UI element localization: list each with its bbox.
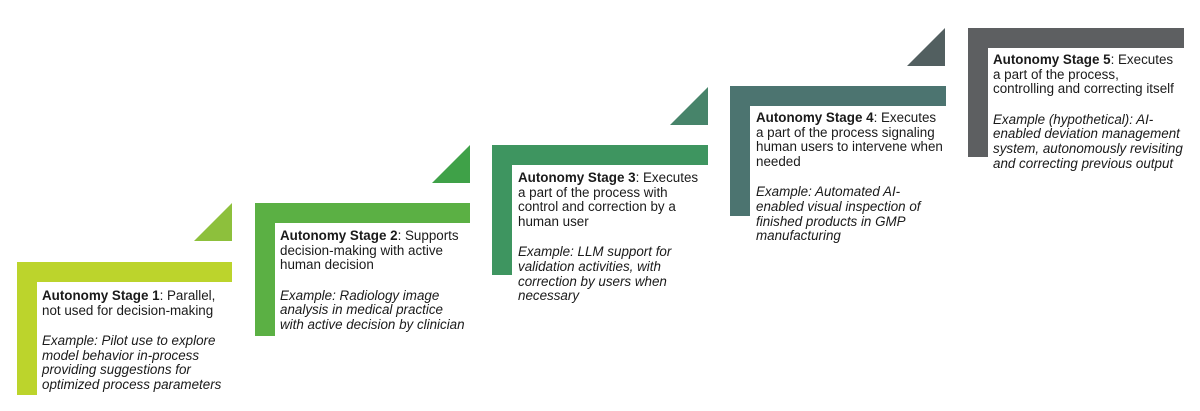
stage-5-text: Autonomy Stage 5: Executes a part of the…	[993, 52, 1183, 171]
stage-2-bracket-horizontal	[255, 203, 470, 223]
stage-1-bracket-vertical	[17, 262, 37, 395]
stage-4-bracket-vertical	[730, 86, 750, 216]
stage-2-description: : Supports decision-making with active h…	[280, 228, 459, 273]
step-triangle-4	[907, 28, 945, 66]
step-triangle-2	[432, 145, 470, 183]
stage-3-title: Autonomy Stage 3	[518, 170, 636, 185]
stage-4-title: Autonomy Stage 4	[756, 110, 874, 125]
step-triangle-1	[194, 203, 232, 241]
stage-1-example: Example: Pilot use to explore model beha…	[42, 333, 222, 392]
stage-1-title: Autonomy Stage 1	[42, 288, 160, 303]
stage-4-bracket-horizontal	[730, 86, 946, 106]
stage-5-title: Autonomy Stage 5	[993, 52, 1111, 67]
stage-1-description: : Parallel, not used for decision-making	[42, 288, 216, 318]
stage-3-bracket-vertical	[492, 145, 512, 275]
stage-3-bracket-horizontal	[492, 145, 708, 165]
stage-2-text: Autonomy Stage 2: Supports decision-maki…	[280, 228, 470, 333]
stage-3-text: Autonomy Stage 3: Executes a part of the…	[518, 170, 708, 304]
stage-1-bracket-horizontal	[17, 262, 232, 282]
stage-5-description: : Executes a part of the process, contro…	[993, 52, 1174, 97]
step-triangle-3	[670, 87, 708, 125]
stage-3-example: Example: LLM support for validation acti…	[518, 244, 672, 304]
stage-3-description: : Executes a part of the process with co…	[518, 170, 699, 229]
stage-4-description: : Executes a part of the process signali…	[756, 110, 943, 169]
stage-4-text: Autonomy Stage 4: Executes a part of the…	[756, 110, 946, 244]
stage-2-example: Example: Radiology image analysis in med…	[280, 287, 465, 332]
stage-1-text: Autonomy Stage 1: Parallel, not used for…	[42, 288, 232, 393]
stage-4-example: Example: Automated AI-enabled visual ins…	[756, 184, 921, 244]
stage-2-bracket-vertical	[255, 203, 275, 336]
stage-5-bracket-vertical	[968, 28, 988, 157]
stage-2-title: Autonomy Stage 2	[280, 228, 398, 243]
stage-5-example: Example (hypothetical): AI-enabled devia…	[993, 111, 1183, 171]
stage-5-bracket-horizontal	[968, 28, 1184, 48]
